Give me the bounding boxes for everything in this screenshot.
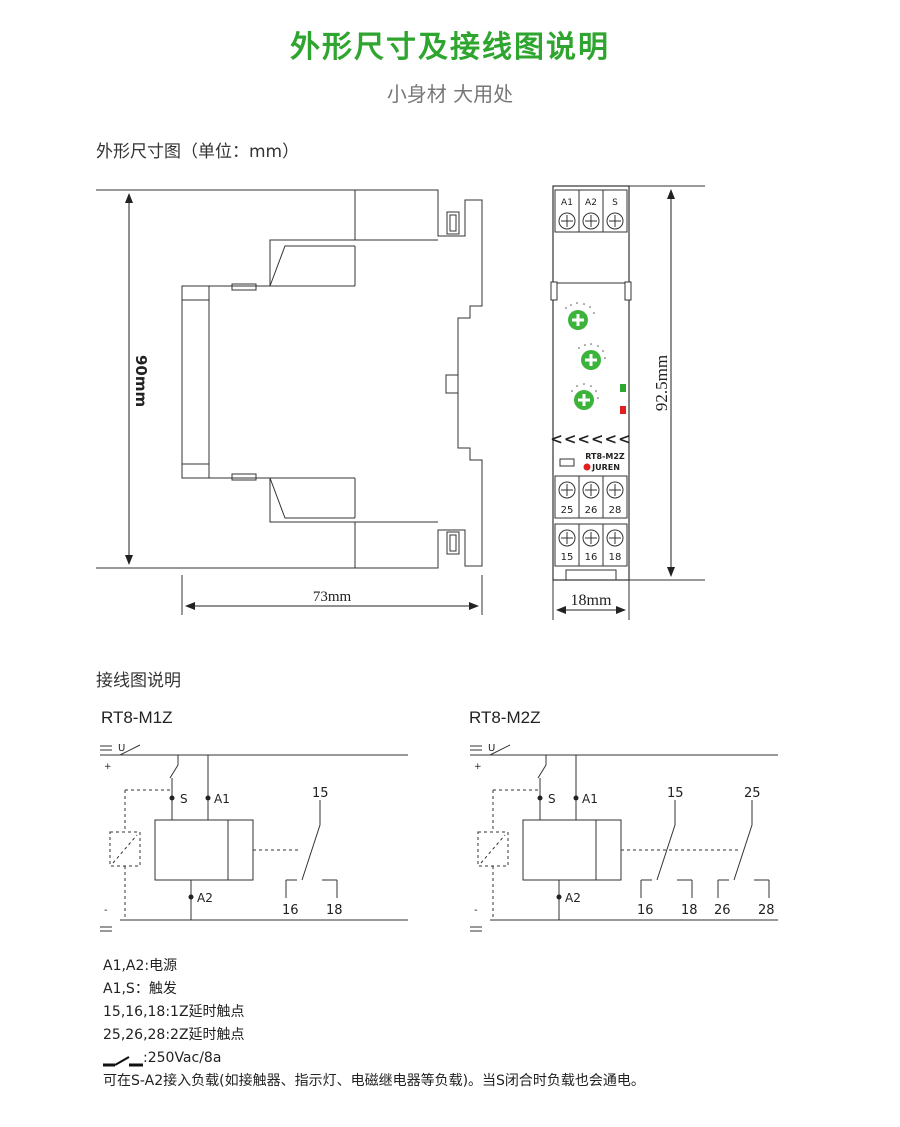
side-width-label: 73mm bbox=[313, 589, 352, 605]
side-height-dimension: 90mm bbox=[125, 193, 150, 565]
m2z-contact-16: 16 bbox=[637, 903, 654, 918]
m2z-plus: + bbox=[474, 762, 482, 772]
wiring-m1z-nodes bbox=[169, 795, 211, 900]
m1z-terminal-a1: A1 bbox=[214, 792, 230, 806]
time-range-knob bbox=[568, 310, 588, 330]
wiring-m2z-title: RT8-M2Z bbox=[469, 708, 541, 727]
legend-note: 可在S-A2接入负载(如接触器、指示灯、电磁继电器等负载)。当S闭合时负载也会通… bbox=[103, 1073, 645, 1089]
top-terminal-a2: A2 bbox=[585, 198, 597, 208]
front-height-dimension: 92.5mm bbox=[629, 185, 705, 581]
m2z-contact-18: 18 bbox=[681, 903, 698, 918]
device-brand: JUREN bbox=[591, 463, 620, 472]
terminal-28: 28 bbox=[609, 505, 622, 516]
legend-item-contact1: 15,16,18:1Z延时触点 bbox=[103, 1004, 245, 1020]
mode-knob bbox=[574, 390, 594, 410]
m1z-supply-label: U bbox=[118, 743, 125, 754]
terminal-26: 26 bbox=[585, 505, 598, 516]
wiring-m2z-nodes bbox=[537, 795, 579, 900]
m1z-contact-16: 16 bbox=[282, 903, 299, 918]
side-view-drawing bbox=[96, 189, 483, 615]
side-height-label: 90mm bbox=[132, 355, 150, 407]
page-title: 外形尺寸及接线图说明 bbox=[290, 30, 610, 65]
device-arrows: <<<<<< bbox=[550, 430, 631, 448]
side-width-dimension: 73mm bbox=[185, 589, 479, 610]
m2z-terminal-a2: A2 bbox=[565, 891, 581, 905]
page-subtitle: 小身材 大用处 bbox=[386, 82, 514, 106]
terminal-16: 16 bbox=[585, 552, 598, 563]
front-view-drawing: A1 A2 S bbox=[550, 185, 632, 581]
m1z-contact-15: 15 bbox=[312, 786, 329, 801]
terminal-15: 15 bbox=[561, 552, 574, 563]
wiring-diagram-m2z bbox=[470, 744, 778, 921]
legend-item-power: A1,A2:电源 bbox=[103, 958, 178, 974]
m2z-contact-26: 26 bbox=[714, 903, 731, 918]
legend-rating-text: :250Vac/8a bbox=[143, 1050, 222, 1066]
m1z-terminal-a2: A2 bbox=[197, 891, 213, 905]
wiring-legend: A1,A2:电源 A1,S：触发 15,16,18:1Z延时触点 25,26,2… bbox=[103, 955, 645, 1093]
m2z-terminal-s: S bbox=[548, 792, 556, 806]
terminal-18: 18 bbox=[609, 552, 622, 563]
switch-contact-icon bbox=[103, 1052, 143, 1067]
time-adjust-knob bbox=[581, 350, 601, 370]
power-led bbox=[620, 384, 626, 392]
m2z-contact-15: 15 bbox=[667, 786, 684, 801]
top-terminal-a1: A1 bbox=[561, 198, 573, 208]
m1z-plus: + bbox=[104, 762, 112, 772]
ground-icon bbox=[100, 745, 482, 932]
m2z-contact-28: 28 bbox=[758, 903, 775, 918]
relay-led bbox=[620, 406, 626, 414]
front-height-label: 92.5mm bbox=[652, 355, 671, 411]
legend-item-contact2: 25,26,28:2Z延时触点 bbox=[103, 1027, 245, 1043]
front-width-label: 18mm bbox=[571, 592, 612, 609]
device-model: RT8-M2Z bbox=[585, 452, 625, 461]
front-width-dimension: 18mm bbox=[552, 580, 630, 620]
m1z-minus: - bbox=[104, 905, 108, 916]
wiring-diagram-m1z bbox=[100, 744, 408, 921]
wiring-section-title: 接线图说明 bbox=[96, 671, 181, 691]
wiring-m1z-title: RT8-M1Z bbox=[101, 708, 173, 727]
m1z-contact-18: 18 bbox=[326, 903, 343, 918]
m2z-contact-25: 25 bbox=[744, 786, 761, 801]
m2z-minus: - bbox=[474, 905, 478, 916]
dimensions-section-title: 外形尺寸图（单位：mm） bbox=[96, 142, 300, 162]
top-terminal-s: S bbox=[612, 198, 618, 208]
m2z-supply-label: U bbox=[488, 743, 495, 754]
terminal-25: 25 bbox=[561, 505, 574, 516]
m1z-terminal-s: S bbox=[180, 792, 188, 806]
legend-item-rating: :250Vac/8a bbox=[103, 1047, 645, 1070]
brand-logo-icon bbox=[583, 463, 591, 471]
legend-item-trigger: A1,S：触发 bbox=[103, 981, 177, 997]
m2z-terminal-a1: A1 bbox=[582, 792, 598, 806]
